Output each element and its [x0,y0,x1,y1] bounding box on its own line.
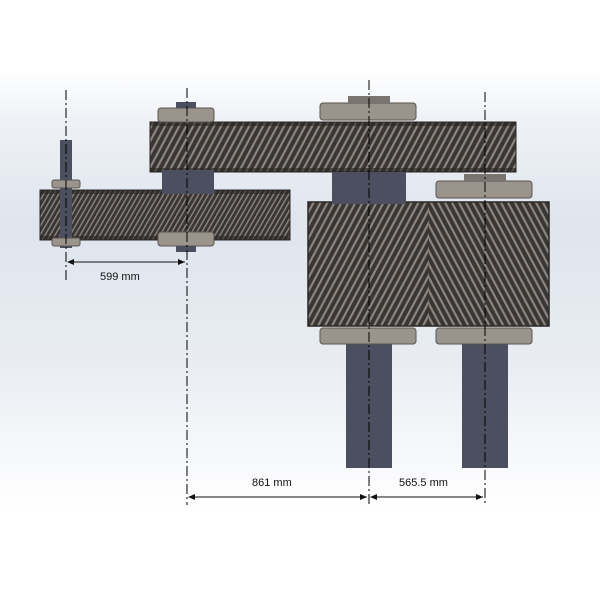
bearing [319,102,417,121]
bearing [319,327,417,345]
bearing [435,180,533,199]
center-lines [65,80,486,505]
dimension-599: 599 mm [67,259,185,283]
dimension-861: 861 mm [188,477,367,500]
bearings [51,96,533,345]
upper-helical-gear [149,121,517,173]
bearing-nut [176,102,196,108]
bearing [435,327,533,345]
dimension-label-861: 861 mm [252,477,292,489]
bearing-nut [176,246,196,252]
dimension-label-565-5: 565.5 mm [399,477,448,489]
bearing [157,231,215,247]
dimension-label-599: 599 mm [100,271,140,283]
dimension-565-5: 565.5 mm [370,477,483,500]
herringbone-gear [307,201,550,327]
bearing [157,107,215,123]
intermediate-shaft [162,170,214,194]
